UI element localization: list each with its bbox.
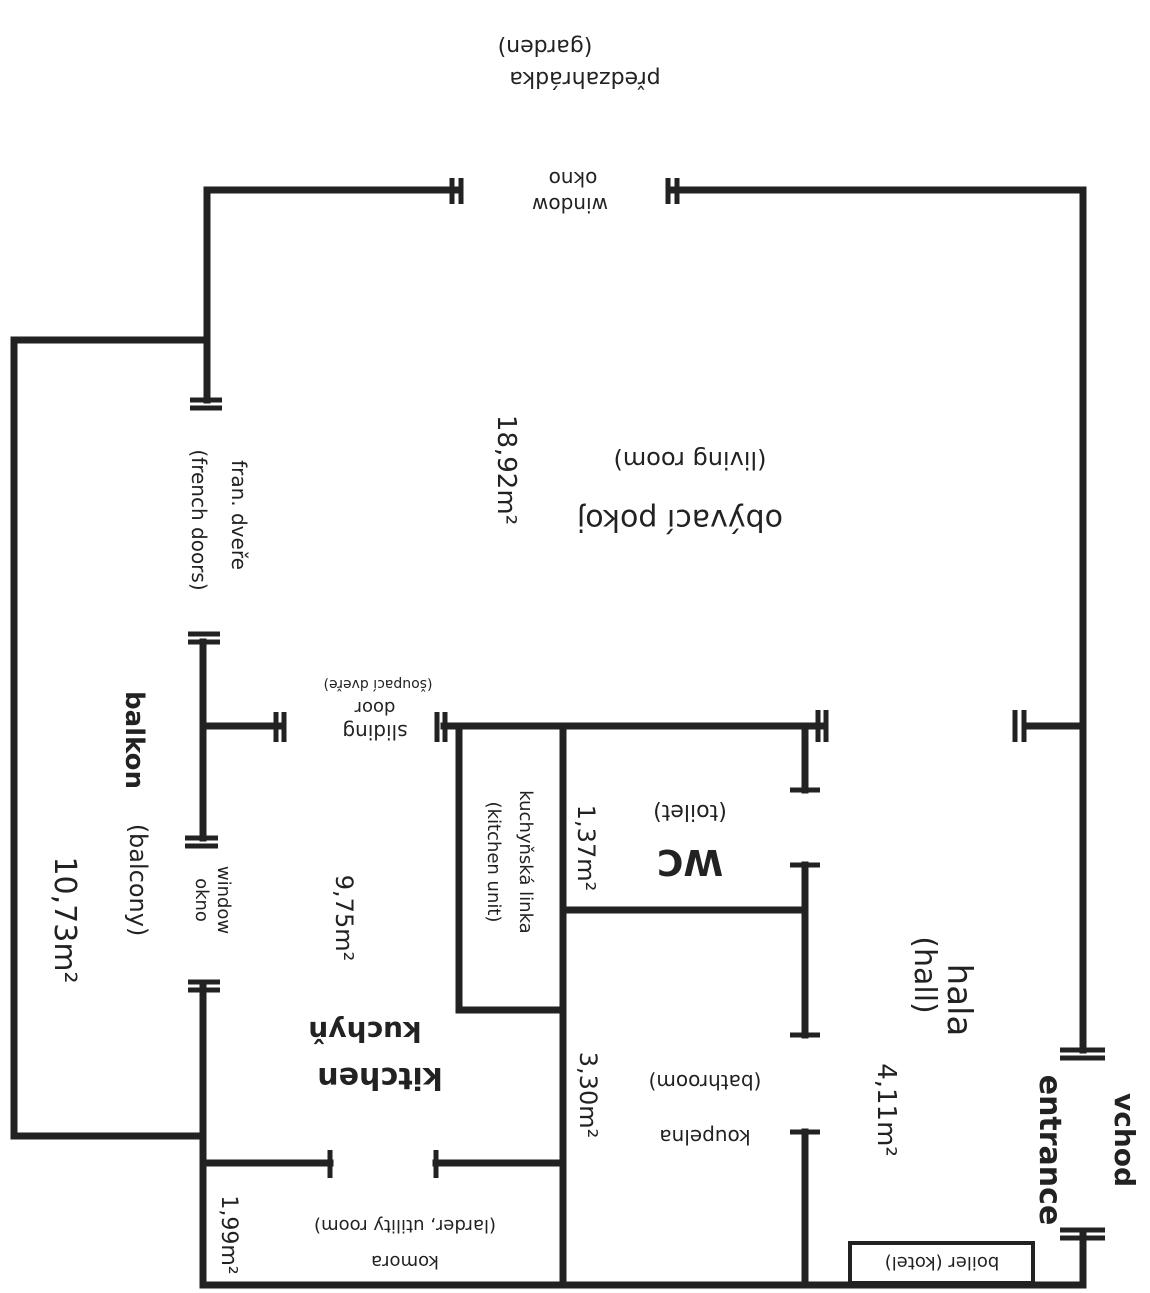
kitchen-unit-box (455, 722, 567, 1014)
opening-marks (185, 178, 1105, 1241)
entrance-cz: vchod (1108, 1093, 1141, 1187)
side-window-en: window (213, 866, 234, 934)
text-labels: (garden) předzahrádka okno window 18,92m… (47, 34, 1141, 1275)
living-cz: obývací pokoj (577, 502, 783, 537)
boiler-box (848, 1241, 1035, 1285)
entrance-en: entrance (1032, 1075, 1067, 1226)
kitchen-unit-cz: kuchyňská linka (515, 790, 536, 933)
hall-area: 4,11m² (871, 1063, 901, 1157)
garden-note: (garden) (498, 34, 593, 59)
bathroom-en: (bathroom) (649, 1070, 762, 1094)
bathroom-cz: koupelna (659, 1125, 750, 1149)
balcony-cz: balkon (119, 691, 149, 789)
hall-cz: hala (939, 964, 979, 1037)
balcony-en: (balcony) (124, 824, 152, 937)
wc-en: (toilet) (653, 799, 727, 824)
wc-area: 1,37m² (572, 805, 600, 891)
top-window-cz: okno (549, 167, 598, 191)
pantry-en: (larder, utility room) (314, 1215, 496, 1236)
balcony-outline (10, 336, 211, 1140)
pantry-area: 1,99m² (216, 1195, 241, 1274)
kitchen-unit-en: (kitchen unit) (483, 802, 504, 923)
french-doors-en: (french doors) (187, 449, 211, 590)
bathroom-area: 3,30m² (574, 1052, 602, 1138)
sliding-door-en1: sliding (342, 720, 407, 744)
walls (10, 186, 1087, 1289)
balcony-area: 10,73m² (47, 856, 82, 983)
kitchen-cz: kuchyň (308, 1015, 421, 1048)
top-window-en: window (532, 193, 608, 217)
pantry-cz: komora (371, 1251, 439, 1272)
sliding-door-en2: door (354, 697, 395, 718)
hall-en: (hall) (907, 936, 942, 1013)
kitchen-area: 9,75m² (330, 875, 358, 961)
garden-cz: předzahrádka (509, 66, 660, 91)
living-en: (living room) (613, 446, 766, 474)
kitchen-en: kitchen (317, 1060, 442, 1095)
wc-label: WC (657, 841, 723, 882)
side-window-cz: okno (191, 878, 212, 922)
living-area: 18,92m² (491, 415, 521, 525)
french-doors-cz: fran. dveře (227, 460, 251, 570)
top-wall-left (203, 186, 459, 404)
boiler-label: boiler (kotel) (885, 1252, 1000, 1273)
sliding-door-cz: (šoupací dveře) (323, 676, 432, 692)
